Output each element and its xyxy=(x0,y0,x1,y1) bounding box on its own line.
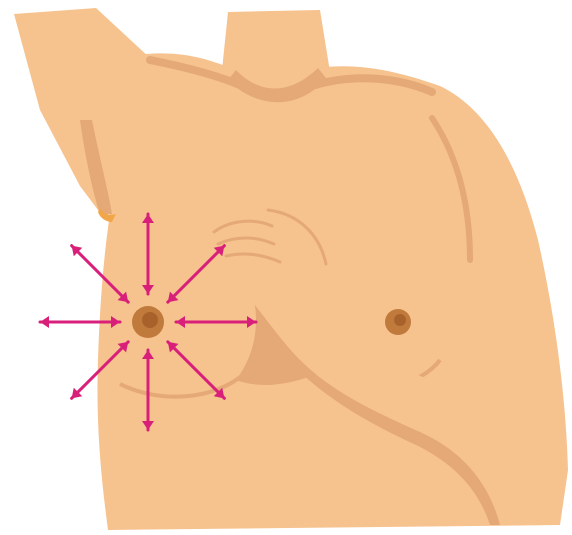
examined-nipple xyxy=(132,306,164,338)
right-nipple xyxy=(385,309,411,335)
